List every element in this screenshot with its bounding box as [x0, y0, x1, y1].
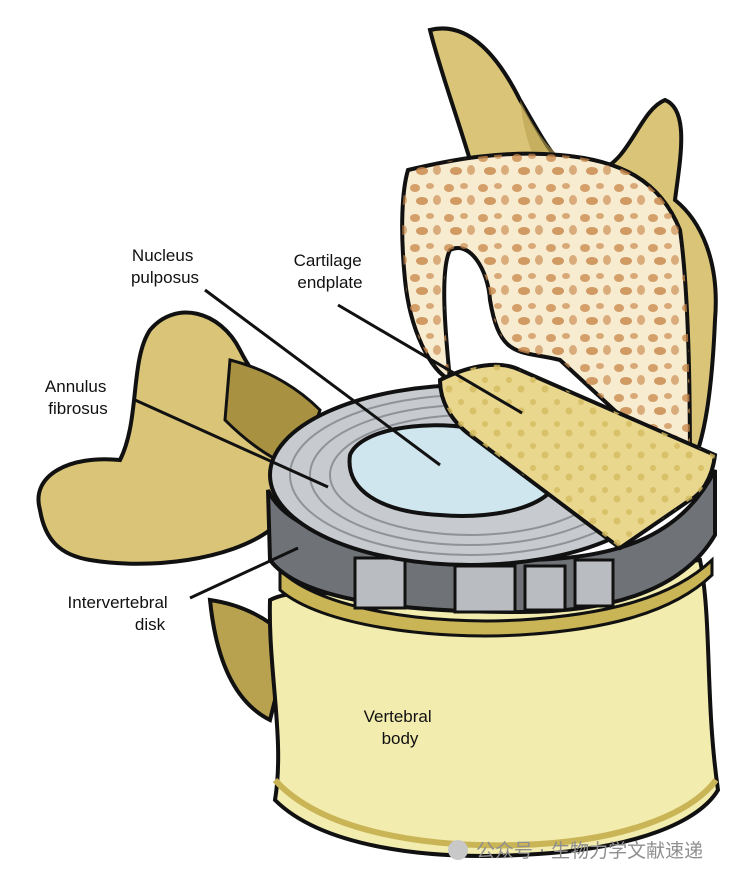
- label-nucleus: Nucleus pulposus: [131, 246, 199, 287]
- label-annulus: Annulus fibrosus: [45, 377, 111, 418]
- label-cartilage: Cartilage endplate: [294, 251, 367, 292]
- wechat-icon: [448, 840, 468, 860]
- label-disk: Intervertebral disk: [68, 593, 173, 634]
- watermark-text: 公众号 · 生物力学文献速递: [476, 840, 703, 862]
